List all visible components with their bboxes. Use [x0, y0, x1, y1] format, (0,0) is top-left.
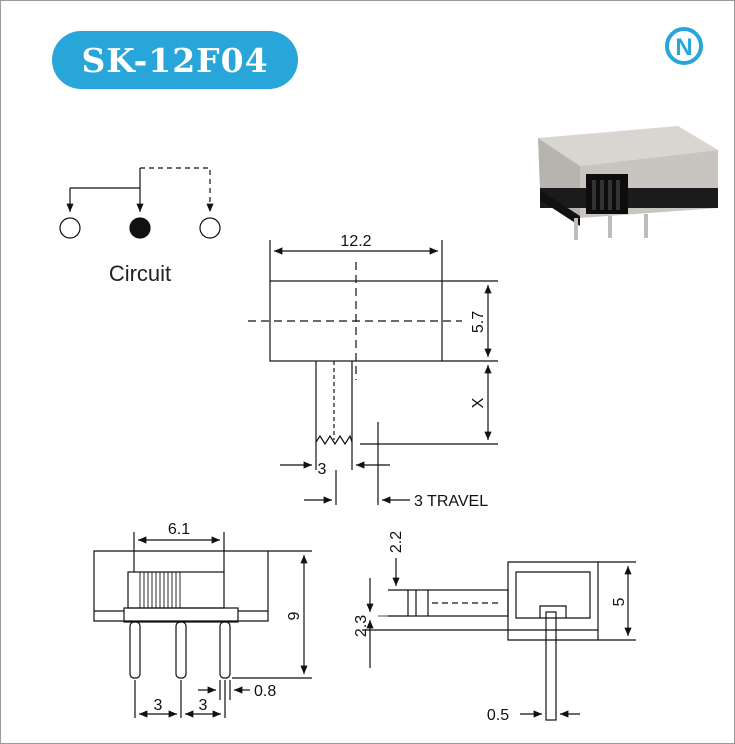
dim-pitch-2: 3 — [199, 697, 208, 714]
dim-actuator-x: X — [470, 397, 487, 408]
dim-width-12-2: 12.2 — [340, 233, 371, 250]
dim-height-5: 5 — [611, 597, 628, 606]
dim-pin-0-5: 0.5 — [487, 707, 509, 724]
dim-actuator-width: 3 — [318, 461, 327, 478]
brand-logo-letter: N — [675, 34, 692, 61]
circuit-diagram — [59, 167, 221, 239]
front-view — [93, 532, 312, 718]
dim-actuator-2-3: 2.3 — [353, 615, 370, 637]
brand-logo: N — [665, 27, 703, 65]
dim-height-5-7: 5.7 — [470, 311, 487, 333]
circuit-label: Circuit — [109, 261, 171, 286]
dim-pin-width: 0.8 — [254, 683, 276, 700]
top-view — [248, 240, 498, 505]
dim-body-6-1: 6.1 — [168, 521, 190, 538]
product-photo — [538, 126, 718, 240]
dim-travel: 3 TRAVEL — [414, 493, 488, 510]
dim-pitch-1: 3 — [154, 697, 163, 714]
dim-height-9: 9 — [286, 611, 303, 620]
part-number-title: SK-12F04 — [52, 31, 298, 89]
dim-top-2-2: 2.2 — [388, 531, 405, 553]
side-view — [362, 558, 636, 721]
